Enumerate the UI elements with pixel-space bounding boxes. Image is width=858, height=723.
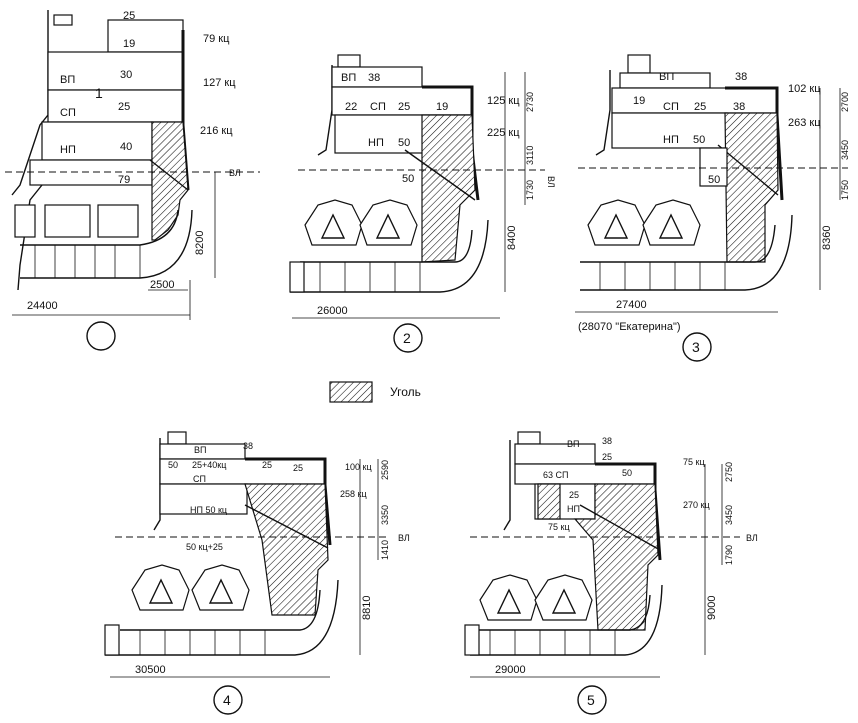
section-5-label: 75 кц	[548, 522, 570, 532]
section-5-vert-dim: 3450	[724, 505, 734, 525]
section-5-label: 25	[602, 452, 612, 462]
section-4-number: 4	[223, 692, 231, 708]
section-4-label: 38	[243, 441, 253, 451]
section-1-label: 25	[123, 10, 135, 22]
section-1-label: 19	[123, 38, 135, 50]
section-2-label: НП	[368, 137, 384, 149]
section-3-label: 38	[735, 71, 747, 83]
section-3-label: НП	[663, 134, 679, 146]
section-3-width-note: (28070 "Екатерина")	[578, 321, 681, 333]
section-2-label: 225 кц	[487, 127, 520, 139]
section-3-label: 38	[733, 101, 745, 113]
legend	[329, 381, 373, 403]
section-3-width-dim: 27400	[616, 299, 647, 311]
section-1-label: НП	[60, 144, 76, 156]
section-1-label: ВП	[60, 74, 75, 86]
section-3-number: 3	[692, 339, 700, 355]
section-3-vert-dim: 1750	[840, 180, 850, 200]
waterline-label-5: ВЛ	[746, 533, 758, 543]
section-1-height-dim: 8200	[194, 231, 206, 255]
section-4-label: 25	[262, 460, 272, 470]
section-4-vert-dim: 2590	[380, 460, 390, 480]
section-2	[289, 54, 545, 353]
section-1-label: СП	[60, 107, 76, 119]
section-2-label: 50	[398, 137, 410, 149]
section-1-label: 79 кц	[203, 33, 230, 45]
section-5-label: НП	[567, 504, 580, 514]
section-5-width-dim: 29000	[495, 664, 526, 676]
legend-label: Уголь	[390, 385, 421, 399]
section-1-label: 127 кц	[203, 77, 236, 89]
section-4-label: ВП	[194, 445, 206, 455]
section-2-label: 22	[345, 101, 357, 113]
waterline-label-4: ВЛ	[398, 533, 410, 543]
section-4-label: 258 кц	[340, 489, 367, 499]
section-4	[104, 431, 390, 715]
section-3-label: 25	[694, 101, 706, 113]
section-5-label: 38	[602, 436, 612, 446]
section-4-label: НП 50 кц	[190, 505, 227, 515]
section-5-number: 5	[587, 692, 595, 708]
section-4-label: 100 кц	[345, 462, 372, 472]
section-2-label: 19	[436, 101, 448, 113]
section-2-vert-dim: 1730	[525, 180, 535, 200]
section-5-label: 270 кц	[683, 500, 710, 510]
section-4-height-dim: 8810	[361, 596, 373, 620]
section-1-label: 79	[118, 174, 130, 186]
section-1-width-dim: 24400	[27, 300, 58, 312]
section-2-label: СП	[370, 101, 386, 113]
waterline-label-1: ВЛ	[229, 168, 241, 178]
section-4-label: 50	[168, 460, 178, 470]
section-2-label: ВП	[341, 72, 356, 84]
section-1-label: 30	[120, 69, 132, 81]
section-1-offset-dim: 2500	[150, 279, 174, 291]
section-5-vert-dim: 2750	[724, 462, 734, 482]
section-5-label: 75 кц	[683, 457, 705, 467]
section-3-label: 50	[693, 134, 705, 146]
coal-legend-swatch	[329, 381, 373, 403]
section-3-vert-dim: 2700	[840, 92, 850, 112]
section-4-vert-dim: 1410	[380, 540, 390, 560]
section-5-vert-dim: 1790	[724, 545, 734, 565]
section-4-label: 25	[293, 463, 303, 473]
section-3-label: 50	[708, 174, 720, 186]
section-1	[5, 10, 260, 351]
section-5-label: 25	[569, 490, 579, 500]
section-2-label: 38	[368, 72, 380, 84]
section-5-label: 50	[622, 468, 632, 478]
section-2-vert-dim: 2730	[525, 92, 535, 112]
section-4-width-dim: 30500	[135, 664, 166, 676]
waterline-label-2: ВЛ	[546, 176, 556, 188]
section-2-width-dim: 26000	[317, 305, 348, 317]
section-3-label: 19	[633, 95, 645, 107]
section-3-label: СП	[663, 101, 679, 113]
section-4-label: 50 кц+25	[186, 542, 223, 552]
section-3-height-dim: 8360	[821, 226, 833, 250]
section-3	[575, 54, 848, 362]
section-1-label: 25	[118, 101, 130, 113]
section-2-number: 2	[403, 330, 411, 346]
section-5-height-dim: 9000	[706, 596, 718, 620]
section-2-label: 25	[398, 101, 410, 113]
section-2-label: 125 кц	[487, 95, 520, 107]
section-1-number: 1	[95, 85, 103, 101]
section-4-vert-dim: 3350	[380, 505, 390, 525]
section-2-label: 50	[402, 173, 414, 185]
section-2-height-dim: 8400	[506, 226, 518, 250]
section-5	[464, 431, 740, 715]
section-3-label: ВП	[659, 71, 674, 83]
section-3-label: 102 кц	[788, 83, 821, 95]
section-4-label: 25+40кц	[192, 460, 226, 470]
section-1-label: 216 кц	[200, 125, 233, 137]
section-1-label: 40	[120, 141, 132, 153]
section-3-vert-dim: 3450	[840, 140, 850, 160]
section-2-vert-dim: 3110	[525, 146, 535, 165]
section-5-label: 63 СП	[543, 470, 568, 480]
section-3-label: 263 кц	[788, 117, 821, 129]
section-5-label: ВП	[567, 439, 579, 449]
section-4-label: СП	[193, 474, 206, 484]
